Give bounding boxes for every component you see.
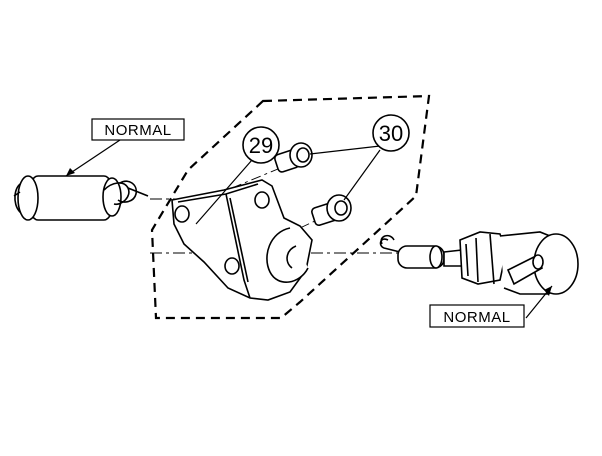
normal-label-right-text: NORMAL [443,309,510,326]
callout-30: 30 [372,114,410,152]
leader-arrowheads [66,168,552,296]
right-switch-assembly [379,231,579,295]
pin-lower [311,194,352,227]
callout-29: 29 [242,126,280,164]
leader-lines [65,139,553,319]
normal-label-left: NORMAL [91,118,185,141]
left-spring-pin [13,175,149,221]
normal-label-left-text: NORMAL [104,122,171,139]
callout-29-text: 29 [249,133,273,158]
pin-upper [273,142,313,173]
mounting-bracket [171,179,313,301]
normal-label-right: NORMAL [429,304,525,328]
assembly-boundary [150,94,431,320]
callout-30-text: 30 [379,121,403,146]
